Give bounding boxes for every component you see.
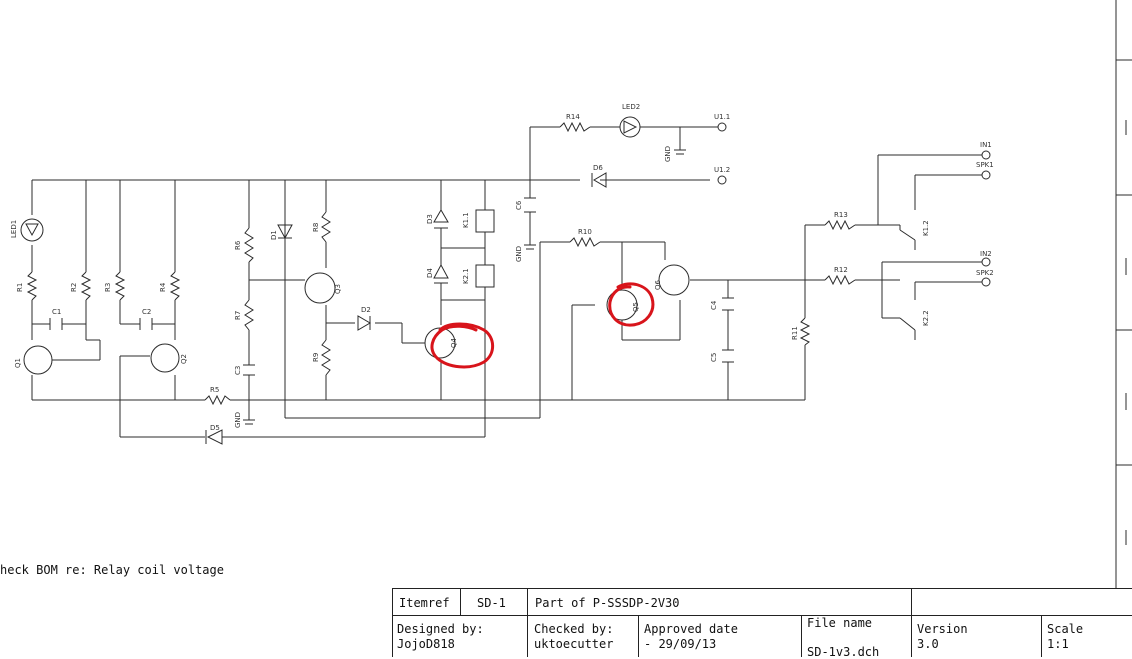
itemref-value: SD-1	[477, 596, 506, 610]
label-K11: K1.1	[462, 212, 470, 228]
approved-date-label: Approved date	[644, 622, 738, 636]
label-C1: C1	[52, 308, 61, 316]
label-R8: R8	[312, 223, 320, 232]
label-LED2: LED2	[622, 103, 640, 111]
label-R9: R9	[312, 353, 320, 362]
label-K21: K2.1	[462, 268, 470, 284]
bom-note: heck BOM re: Relay coil voltage	[0, 563, 224, 577]
component-labels: LED1 R1 C1 Q1 R2 R3 C2 R4 Q2 R5 D5 R6 R7…	[10, 103, 994, 432]
title-block: Itemref SD-1 Part of P-SSSDP-2V30 Design…	[392, 588, 1132, 659]
label-GND2: GND	[515, 246, 523, 262]
label-GND3: GND	[664, 146, 672, 162]
label-SPK2: SPK2	[976, 269, 994, 277]
label-R7: R7	[234, 311, 242, 320]
components	[20, 116, 991, 445]
version-value: 3.0	[917, 637, 939, 651]
label-SPK1: SPK1	[976, 161, 994, 169]
label-GND1: GND	[234, 412, 242, 428]
label-Q5: Q5	[632, 302, 640, 312]
red-annotation-marks	[430, 282, 655, 369]
scale-value: 1:1	[1047, 637, 1069, 651]
label-R11: R11	[791, 326, 799, 340]
part-of: Part of P-SSSDP-2V30	[535, 596, 680, 610]
designed-by-label: Designed by:	[397, 622, 484, 636]
label-R2: R2	[70, 283, 78, 292]
label-R3: R3	[104, 283, 112, 292]
label-Q3: Q3	[334, 284, 342, 294]
scale-label: Scale	[1047, 622, 1084, 636]
checked-by-label: Checked by:	[534, 622, 614, 636]
label-R1: R1	[16, 283, 24, 292]
itemref-label: Itemref	[399, 596, 450, 610]
label-C2: C2	[142, 308, 151, 316]
label-Q4: Q4	[450, 337, 458, 348]
designed-by-value: JojoD818	[397, 637, 455, 651]
label-R6: R6	[234, 240, 242, 250]
label-C6: C6	[515, 200, 523, 210]
label-U12: U1.2	[714, 166, 730, 174]
label-IN2: IN2	[980, 250, 992, 258]
label-R13: R13	[834, 211, 848, 219]
label-D3: D3	[426, 214, 434, 224]
approved-date-value: - 29/09/13	[644, 637, 717, 651]
sheet-border	[1115, 0, 1132, 588]
checked-by-value: uktoecutter	[534, 637, 614, 651]
label-R12: R12	[834, 266, 848, 274]
label-U11: U1.1	[714, 113, 730, 121]
label-Q2: Q2	[180, 354, 188, 364]
label-K12: K1.2	[922, 220, 930, 236]
label-IN1: IN1	[980, 141, 992, 149]
label-K22: K2.2	[922, 310, 930, 326]
file-name-label: File name	[807, 616, 873, 630]
file-name-value: SD-1v3.dch	[807, 645, 880, 659]
label-R14: R14	[566, 113, 580, 121]
label-R10: R10	[578, 228, 592, 236]
label-C3: C3	[234, 366, 242, 375]
label-C5: C5	[710, 353, 718, 362]
label-Q6: Q6	[654, 279, 662, 290]
label-Q1: Q1	[14, 358, 22, 368]
red-circle-q5	[608, 282, 655, 327]
wires	[31, 126, 982, 438]
label-R4: R4	[159, 282, 167, 292]
label-D6: D6	[593, 164, 603, 172]
label-D2: D2	[361, 306, 371, 314]
version-label: Version	[917, 622, 968, 636]
label-C4: C4	[710, 300, 718, 310]
label-D1: D1	[270, 230, 278, 240]
label-R5: R5	[210, 386, 219, 394]
label-D4: D4	[426, 268, 434, 278]
label-LED1: LED1	[10, 220, 18, 238]
red-circle-q4	[430, 322, 495, 369]
label-D5: D5	[210, 424, 220, 432]
